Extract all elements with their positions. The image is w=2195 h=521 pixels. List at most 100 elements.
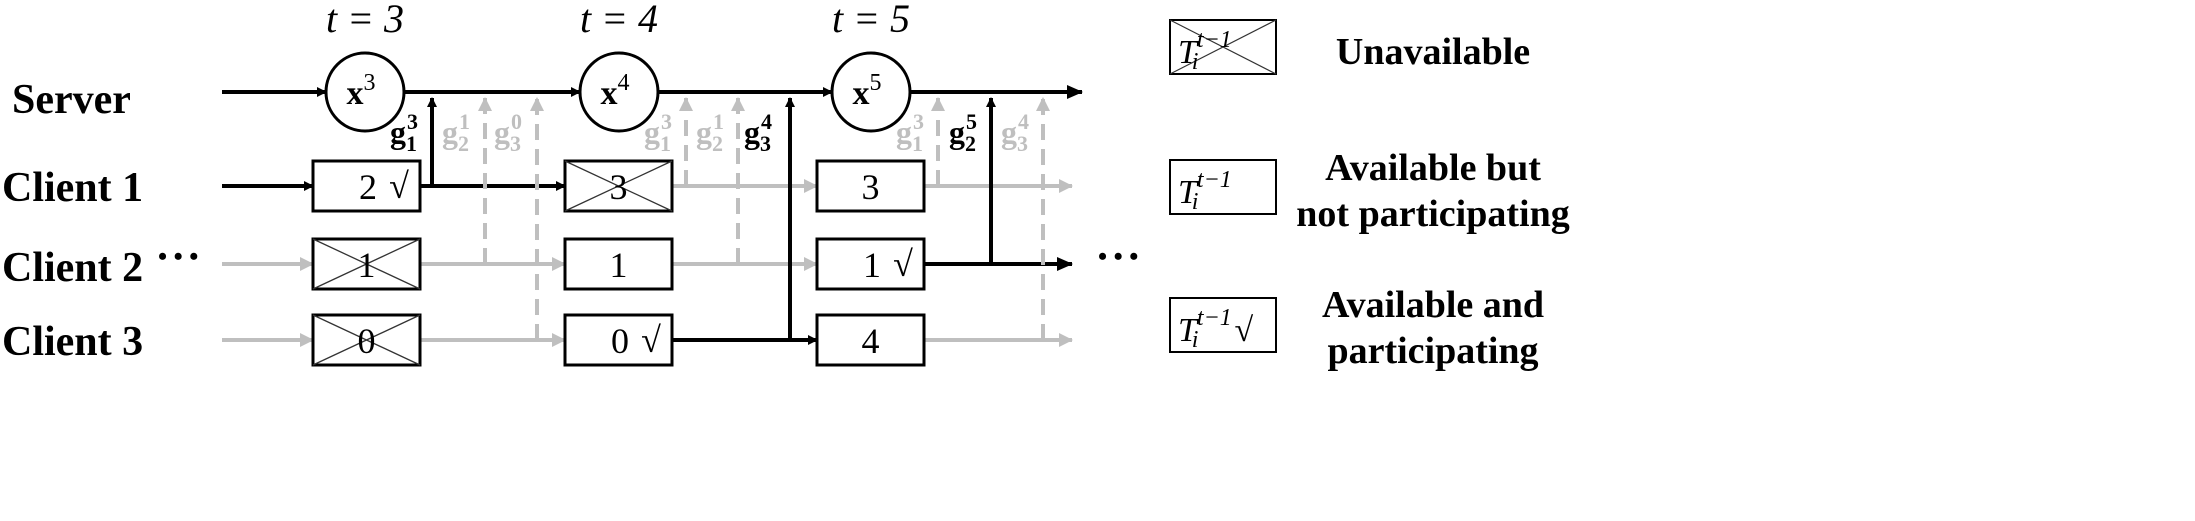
legend-label-1-line-1: Unavailable xyxy=(1336,31,1530,73)
gradient-superscript: 3 xyxy=(407,109,418,134)
row-label-client-1: Client 1 xyxy=(2,165,144,211)
gradient-subscript: 2 xyxy=(965,131,976,156)
client-3-state-box-t5 xyxy=(815,313,926,367)
client-1-state-box-t4-value: 3 xyxy=(610,167,628,207)
round-time-label-3: t = 3 xyxy=(326,0,404,41)
legend-symbol-base: T xyxy=(1178,312,1199,349)
legend-label-3-line-1: Available and xyxy=(1322,284,1544,326)
row-label-server: Server xyxy=(12,77,131,123)
gradient-base: g xyxy=(644,114,660,150)
model-base: x xyxy=(347,75,364,112)
model-label-t3: x3 xyxy=(347,70,376,112)
client-1-state-box-t3-value: 2 xyxy=(359,167,377,207)
gradient-base: g xyxy=(696,114,712,150)
round-time-label-4: t = 4 xyxy=(580,0,658,41)
model-circle-t3 xyxy=(324,51,406,133)
client-3-state-box-t4-check: √ xyxy=(641,320,661,360)
gradient-base: g xyxy=(494,114,510,150)
legend-symbol-superscript: t−1 xyxy=(1197,167,1232,193)
client-2-state-box-t5-check: √ xyxy=(893,244,913,284)
legend-symbol-box-2 xyxy=(1169,159,1277,215)
gradient-superscript: 1 xyxy=(459,109,470,134)
client-1-state-box-t3 xyxy=(311,159,422,213)
gradient-base: g xyxy=(1001,114,1017,150)
gradient-superscript: 5 xyxy=(966,109,977,134)
legend-label-2-line-2: not participating xyxy=(1296,193,1569,235)
client-2-state-box-t3-cross-b xyxy=(312,238,421,290)
client-3-state-box-t5-value: 4 xyxy=(862,321,880,361)
gradient-base: g xyxy=(896,114,912,150)
legend-symbol-box-3 xyxy=(1169,297,1277,353)
client-2-state-box-t4 xyxy=(563,237,674,291)
gradient-subscript: 1 xyxy=(406,131,417,156)
gradient-superscript: 4 xyxy=(1018,109,1029,134)
model-label-t5: x5 xyxy=(853,70,882,112)
gradient-subscript: 3 xyxy=(760,131,771,156)
legend-symbol-subscript: i xyxy=(1192,49,1199,75)
gradient-subscript: 2 xyxy=(458,131,469,156)
legend-symbol-subscript: i xyxy=(1192,189,1199,215)
row-label-client-3: Client 3 xyxy=(2,319,144,365)
legend-check-mark: √ xyxy=(1234,312,1253,349)
gradient-subscript: 1 xyxy=(660,131,671,156)
legend-symbol-base: T xyxy=(1178,34,1199,71)
legend-symbol-subscript: i xyxy=(1192,327,1199,353)
legend-label-3-line-2: participating xyxy=(1327,330,1538,372)
row-label-client-2: Client 2 xyxy=(2,245,144,291)
client-1-state-box-t5 xyxy=(815,159,926,213)
client-3-state-box-t3-cross-b xyxy=(312,314,421,366)
model-circle-t4 xyxy=(578,51,660,133)
model-circle-t5 xyxy=(830,51,912,133)
client-3-state-box-t3-value: 0 xyxy=(358,321,376,361)
model-base: x xyxy=(601,75,618,112)
client-3-state-box-t4 xyxy=(563,313,674,367)
gradient-base: g xyxy=(744,114,760,150)
legend-symbol-superscript: t−1 xyxy=(1197,27,1232,53)
legend-symbol-superscript: t−1 xyxy=(1197,305,1232,331)
round-time-label-5: t = 5 xyxy=(832,0,910,41)
gradient-subscript: 2 xyxy=(712,131,723,156)
gradient-superscript: 0 xyxy=(511,109,522,134)
model-superscript: 3 xyxy=(364,70,376,96)
client-1-state-box-t5-value: 3 xyxy=(862,167,880,207)
legend-label-2-line-1: Available but xyxy=(1325,147,1541,189)
client-1-state-box-t4-cross-b xyxy=(564,160,673,212)
gradient-superscript: 3 xyxy=(913,109,924,134)
ellipsis-left: • • • xyxy=(158,242,199,271)
legend-symbol-box-1-cross-b xyxy=(1169,19,1277,75)
gradient-subscript: 3 xyxy=(510,131,521,156)
gradient-base: g xyxy=(442,114,458,150)
client-1-state-box-t3-check: √ xyxy=(389,166,409,206)
gradient-subscript: 3 xyxy=(1017,131,1028,156)
gradient-superscript: 4 xyxy=(761,109,772,134)
ellipsis-right: • • • xyxy=(1098,242,1139,271)
gradient-subscript: 1 xyxy=(912,131,923,156)
model-superscript: 5 xyxy=(870,70,882,96)
model-label-t4: x4 xyxy=(601,70,630,112)
client-2-state-box-t3-value: 1 xyxy=(358,245,376,285)
client-3-state-box-t4-value: 0 xyxy=(611,321,629,361)
client-2-state-box-t4-value: 1 xyxy=(610,245,628,285)
gradient-base: g xyxy=(390,114,406,150)
gradient-base: g xyxy=(949,114,965,150)
client-2-state-box-t5-value: 1 xyxy=(863,245,881,285)
gradient-superscript: 1 xyxy=(713,109,724,134)
model-base: x xyxy=(853,75,870,112)
legend-symbol-base: T xyxy=(1178,174,1199,211)
client-2-state-box-t5 xyxy=(815,237,926,291)
model-superscript: 4 xyxy=(618,70,630,96)
